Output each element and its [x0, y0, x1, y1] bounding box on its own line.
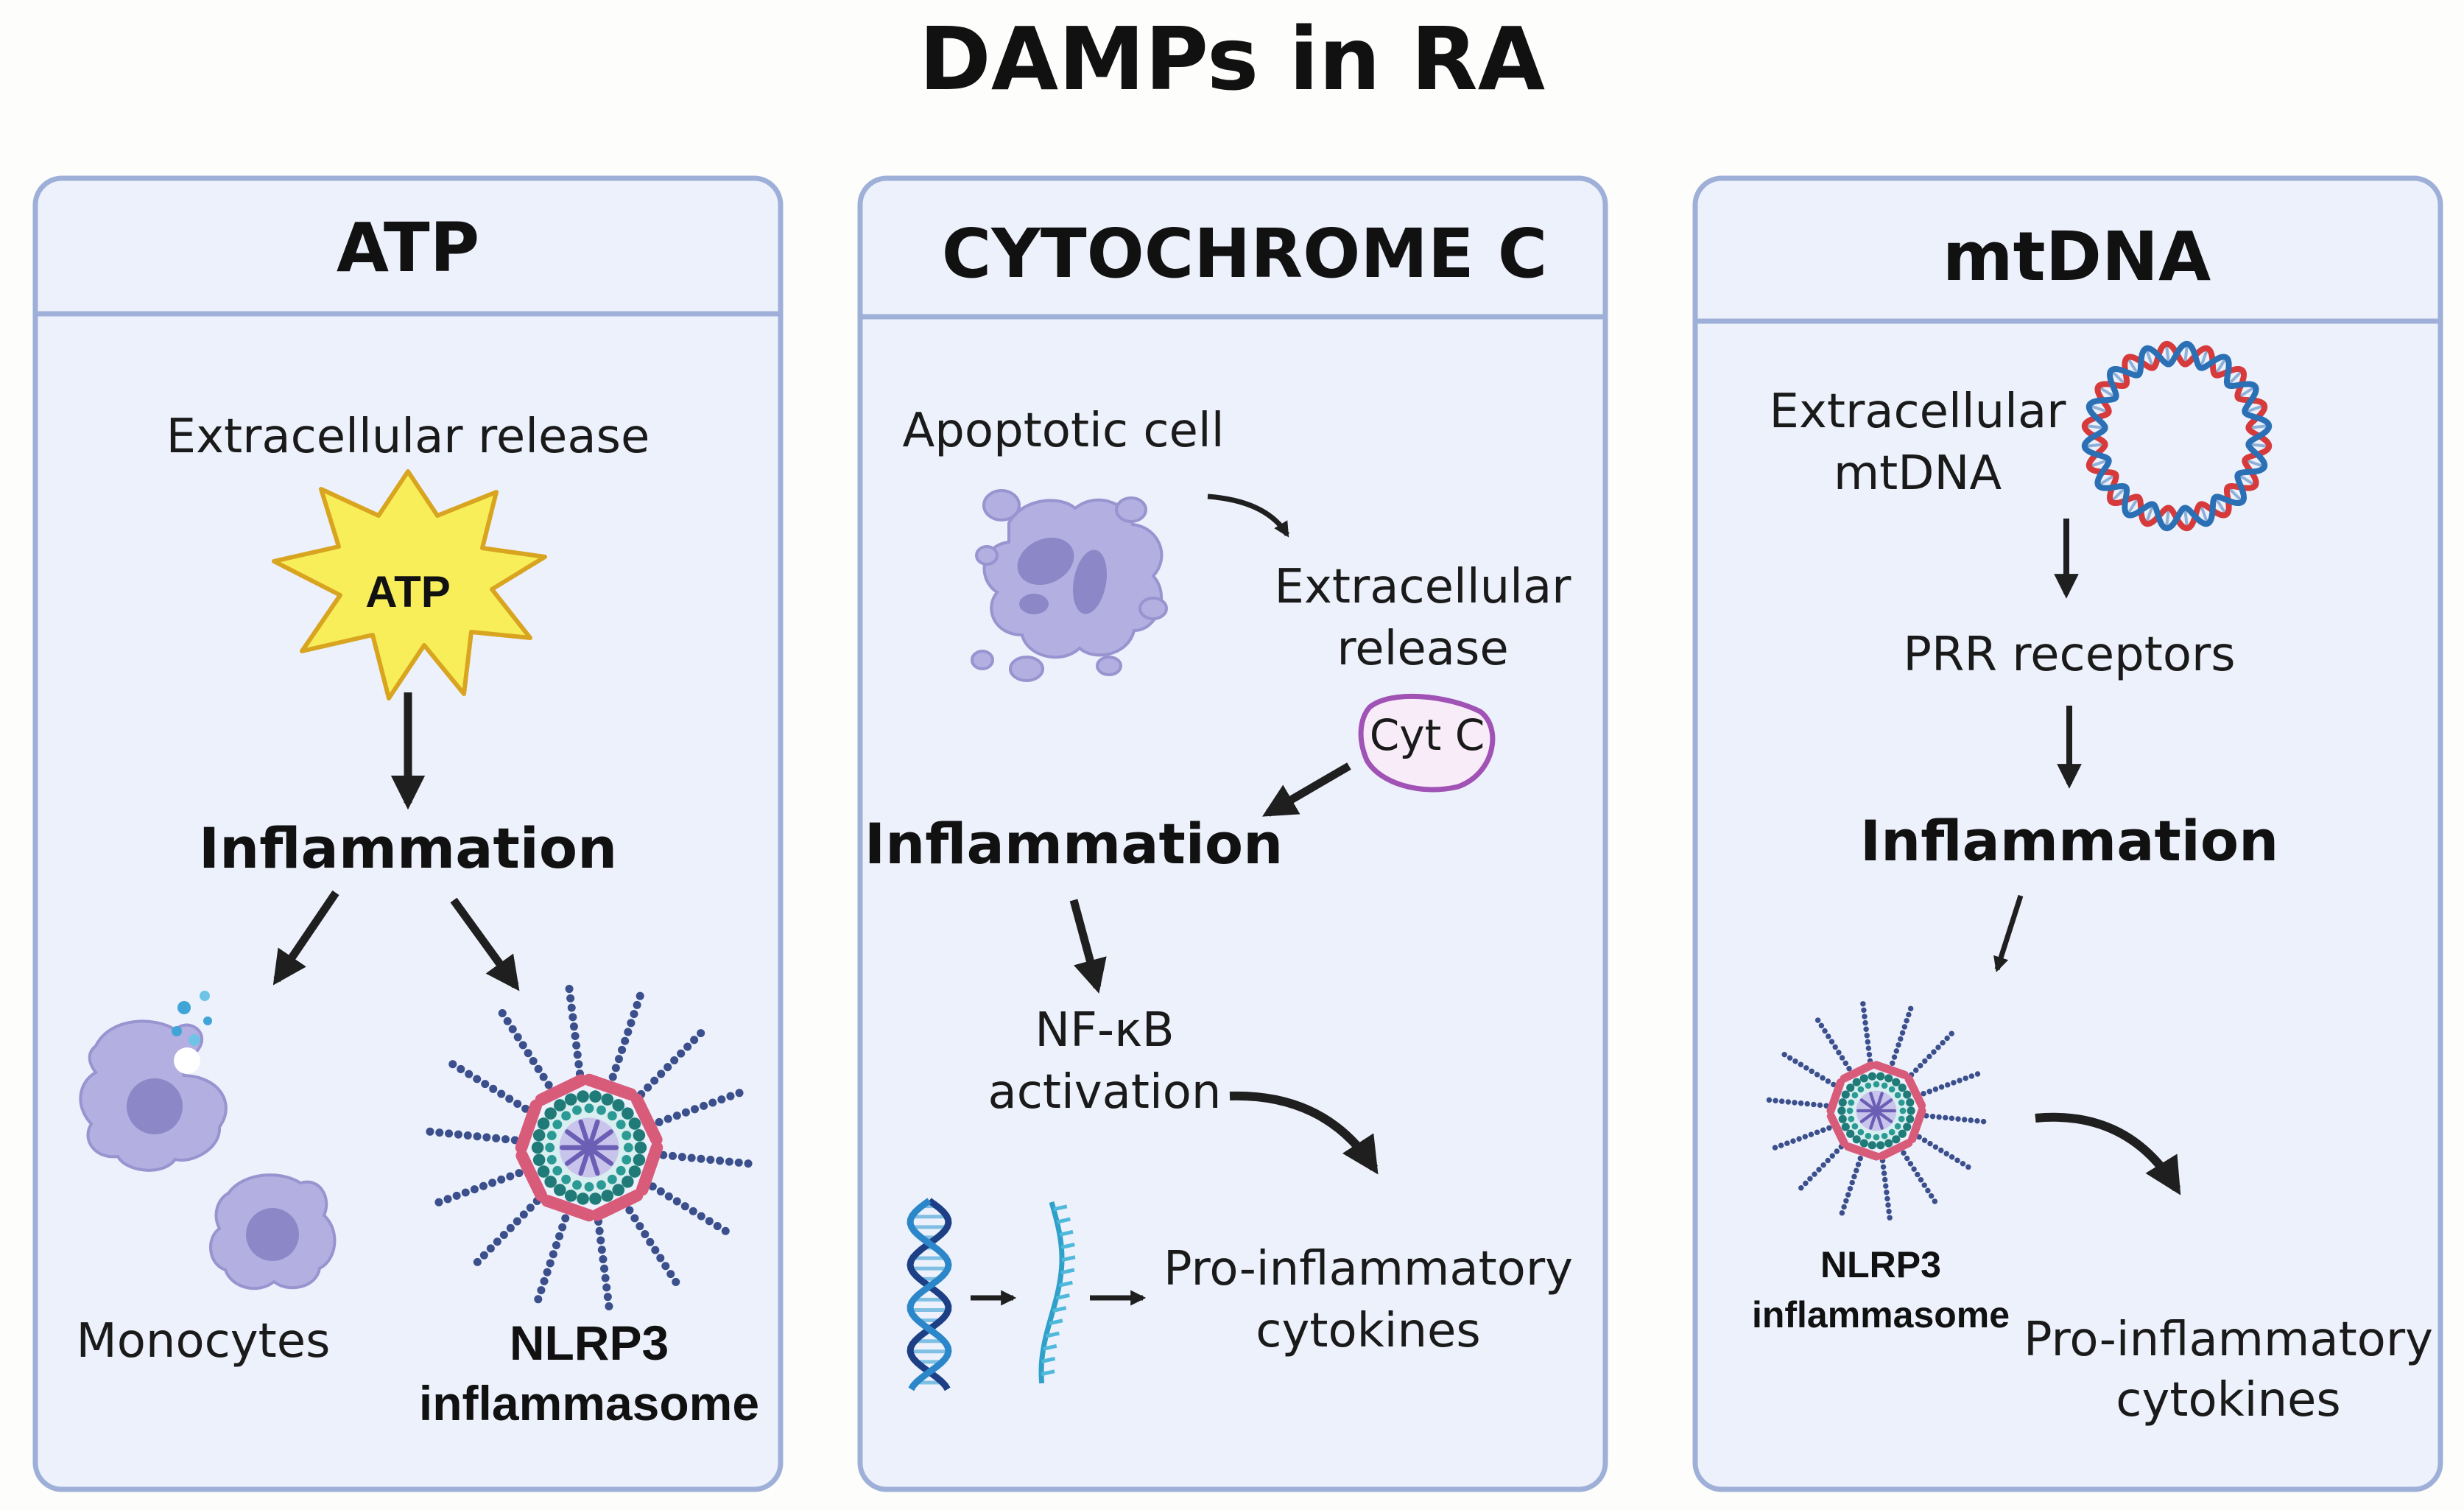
mrna-strand-icon: [1038, 1201, 1076, 1384]
prr-label: PRR receptors: [1903, 628, 2235, 682]
panel-mtdna: mtDNA Extracellular mtDNA PRR receptors …: [1692, 175, 2443, 1492]
mtdna-nlrp3-line1: NLRP3: [1820, 1244, 1941, 1285]
panel-cytc-header: CYTOCHROME C: [942, 214, 1548, 293]
monocyte-cell-icon: [209, 1173, 337, 1290]
monocytes-label: Monocytes: [77, 1314, 331, 1369]
cytc-label: Cyt C: [1370, 710, 1485, 760]
mtdna-cytokines-line2: cytokines: [2116, 1373, 2340, 1428]
nfkb-line1: NF-κB: [1035, 1003, 1174, 1058]
cytc-cytokines-line2: cytokines: [1256, 1304, 1480, 1358]
panel-mtdna-header: mtDNA: [1943, 217, 2211, 296]
atp-nlrp3-line1: NLRP3: [510, 1316, 669, 1370]
nlrp3-to-cytokines-arrow: [2035, 1112, 2181, 1195]
cytc-to-inflammation-arrow: [1262, 762, 1351, 817]
nlrp3-inflammasome-icon: [1766, 1001, 1987, 1221]
nfkb-to-cytokines-arrow: [1229, 1091, 1379, 1175]
cytc-release-line2: release: [1337, 622, 1508, 676]
monocyte-cell-icon: [79, 991, 228, 1172]
mtdna-nlrp3-line2: inflammasome: [1752, 1294, 2010, 1335]
inflammation-to-nlrp3-arrow: [1993, 894, 2024, 973]
mtdna-inflammation: Inflammation: [1860, 808, 2278, 874]
cytc-release-line1: Extracellular: [1275, 560, 1572, 614]
cytc-molecule-icon: [1358, 693, 1496, 793]
cytc-inflammation: Inflammation: [865, 811, 1283, 877]
panel-atp-header: ATP: [337, 208, 479, 287]
atp-inflammation: Inflammation: [199, 815, 617, 881]
inflammation-to-nfkb-arrow: [1069, 899, 1107, 994]
mtdna-line2: mtDNA: [1834, 446, 2002, 501]
panel-atp: ATP Extracellular release ATP Inflammati…: [32, 175, 784, 1492]
circular-mtdna-icon: [2081, 340, 2273, 532]
atp-release-label: Extracellular release: [166, 410, 650, 464]
mtdna-cytokines-line1: Pro-inflammatory: [2024, 1313, 2433, 1367]
atp-arrow-to-monocytes: [272, 890, 339, 986]
atp-burst-icon: [272, 469, 547, 700]
apoptotic-to-release-arrow: [1207, 494, 1289, 538]
cytc-cytokines-line1: Pro-inflammatory: [1164, 1242, 1573, 1296]
atp-arrow-to-nlrp3: [450, 897, 520, 991]
apoptotic-cell-label: Apoptotic cell: [903, 404, 1225, 458]
nlrp3-inflammasome-icon: [426, 985, 753, 1310]
panel-cytochrome-c: CYTOCHROME C Apoptotic cell Extracellula…: [857, 175, 1608, 1492]
atp-burst-label: ATP: [365, 567, 451, 617]
atp-nlrp3-line2: inflammasome: [419, 1376, 759, 1430]
nfkb-line2: activation: [988, 1065, 1222, 1120]
diagram-title: DAMPs in RA: [918, 8, 1546, 110]
apoptotic-cell-icon: [971, 489, 1168, 682]
dna-helix-icon: [907, 1198, 952, 1391]
mtdna-line1: Extracellular: [1770, 384, 2067, 439]
